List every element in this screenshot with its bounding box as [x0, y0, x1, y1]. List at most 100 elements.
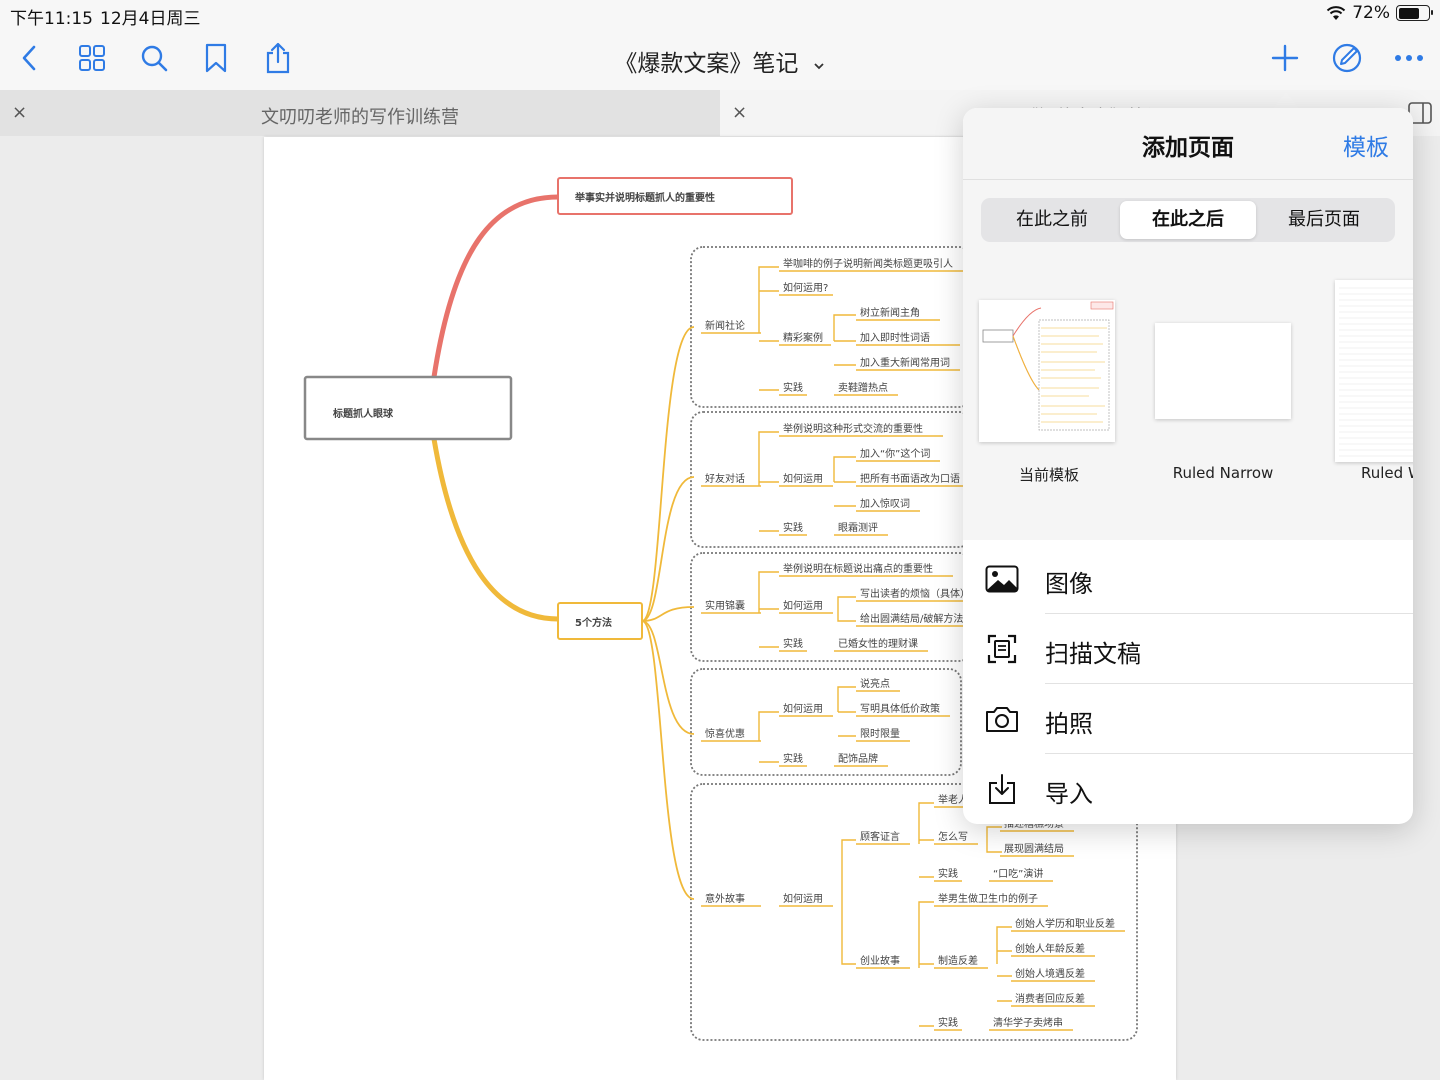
mind-map-leaf: 如何运用: [783, 702, 823, 715]
template-current[interactable]: [979, 300, 1115, 442]
mind-map-leaf: 精彩案例: [783, 331, 823, 344]
template-button[interactable]: 模板: [1343, 135, 1389, 161]
battery-percent: 72%: [1352, 3, 1390, 23]
mind-map-leaf: 展现圆满结局: [1004, 842, 1064, 855]
mind-map-leaf: 顾客证言: [860, 830, 900, 843]
search-icon[interactable]: [136, 40, 172, 76]
mind-map-leaf: 实践: [783, 521, 803, 534]
document-title-text: 《爆款文案》笔记: [614, 51, 799, 77]
image-icon: [985, 562, 1019, 596]
import-icon: [985, 772, 1019, 806]
template-ruled-wide[interactable]: [1335, 280, 1413, 462]
mind-map-branch: [986, 826, 1002, 853]
mind-map-leaf: 配饰品牌: [838, 752, 878, 765]
mind-map-branch: [837, 596, 856, 622]
tab-close-icon[interactable]: ×: [732, 102, 748, 123]
mind-map-leaf: 清华学子卖烤串: [993, 1016, 1063, 1029]
mind-map-branch: [758, 711, 779, 763]
tab-label: 文叨叨老师的写作训练营: [261, 107, 459, 128]
group-box: [690, 668, 962, 776]
camera-icon: [985, 702, 1019, 736]
mind-map-leaf: 举老人: [938, 793, 968, 806]
popover-header: 添加页面 模板: [963, 108, 1413, 180]
template-label: Ruled W: [1361, 464, 1413, 482]
mind-map-leaf: 树立新闻主角: [860, 306, 920, 319]
plus-icon[interactable]: [1267, 40, 1303, 76]
mind-map-branch: [918, 901, 934, 1027]
grid-icon[interactable]: [74, 40, 110, 76]
mind-map-branch: [641, 606, 695, 622]
segment-last[interactable]: 最后页面: [1288, 209, 1360, 230]
status-right: 72%: [1326, 3, 1433, 23]
mind-map-leaf: 新闻社论: [705, 319, 745, 332]
segment-before[interactable]: 在此之前: [1016, 209, 1088, 230]
root-node: [303, 375, 513, 441]
mind-map-leaf: 如何运用: [783, 892, 823, 905]
mind-map-leaf: 创始人境遇反差: [1015, 967, 1085, 980]
popover-arrow: [1272, 92, 1300, 109]
menu-scan[interactable]: 扫描文稿: [963, 614, 1413, 684]
menu-image[interactable]: 图像: [963, 544, 1413, 614]
top-node: [557, 177, 793, 215]
add-page-popover: 添加页面 模板 在此之前 在此之后 最后页面 当前模板 Ruled Narrow: [963, 108, 1413, 824]
back-icon[interactable]: [12, 40, 48, 76]
popover-title: 添加页面: [1142, 135, 1234, 161]
more-icon[interactable]: [1391, 40, 1427, 76]
mind-map-leaf: 卖鞋蹭热点: [838, 381, 888, 394]
mind-map-branch: [758, 431, 779, 532]
mind-map-leaf: 眼霜测评: [838, 521, 878, 534]
mind-map-leaf: 把所有书面语改为口语: [860, 472, 960, 485]
menu-camera-label: 拍照: [1045, 710, 1093, 738]
mind-map-branch: [996, 926, 1012, 1002]
divider: [1045, 613, 1413, 614]
mind-map-branch: [641, 326, 695, 622]
root-node-label: 标题抓人眼球: [332, 407, 394, 420]
divider: [1045, 683, 1413, 684]
chevron-down-icon: [814, 63, 824, 70]
mind-map-branch: [837, 686, 856, 737]
mind-map-leaf: 给出圆满结局/破解方法: [860, 612, 963, 625]
branch-yellow: [431, 438, 559, 622]
branch-red: [431, 194, 559, 378]
mind-map-leaf: 如何运用: [783, 472, 823, 485]
template-label: Ruled Narrow: [1172, 464, 1274, 482]
tab-writing-camp[interactable]: × 文叨叨老师的写作训练营: [0, 90, 720, 136]
scan-icon: [985, 632, 1019, 666]
mind-map-leaf: 写明具体低价政策: [860, 702, 940, 715]
mind-map-leaf: 实践: [783, 752, 803, 765]
document-title[interactable]: 《爆款文案》笔记: [0, 44, 1440, 78]
segment-after[interactable]: 在此之后: [1120, 201, 1256, 239]
mind-map-leaf: “口吃”演讲: [993, 867, 1043, 880]
mind-map-leaf: 举咖啡的例子说明新闻类标题更吸引人: [783, 257, 953, 270]
mind-map-leaf: 实践: [783, 637, 803, 650]
share-icon[interactable]: [260, 40, 296, 76]
ruled-lines-preview: [1339, 287, 1413, 457]
menu-scan-label: 扫描文稿: [1045, 640, 1141, 668]
menu-import[interactable]: 导入: [963, 754, 1413, 824]
mind-map-leaf: 说亮点: [860, 677, 890, 690]
mind-map-leaf: 制造反差: [938, 954, 978, 967]
mind-map-branch: [833, 456, 856, 507]
mind-map-leaf: 举男生做卫生巾的例子: [938, 892, 1038, 905]
mind-map-leaf: 实践: [938, 1016, 958, 1029]
template-ruled-narrow[interactable]: [1155, 323, 1291, 419]
mind-map-leaf: 限时限量: [860, 728, 900, 740]
mind-map-leaf: 已婚女性的理财课: [838, 637, 918, 650]
top-node-label: 举事实并说明标题抓人的重要性: [574, 191, 715, 204]
bookmark-icon[interactable]: [198, 40, 234, 76]
status-bar: 下午11:15 12月4日周三 72%: [0, 0, 1440, 29]
pencil-icon[interactable]: [1329, 40, 1365, 76]
battery-icon: [1396, 5, 1433, 21]
divider: [1045, 753, 1413, 754]
tab-close-icon[interactable]: ×: [12, 102, 28, 123]
nav-bar: 《爆款文案》笔记: [0, 28, 1440, 90]
mind-map-leaf: 加入惊叹词: [860, 497, 910, 510]
mind-map-branch: [641, 620, 695, 900]
mind-map-leaf: 怎么写: [938, 830, 968, 843]
menu-image-label: 图像: [1045, 570, 1093, 598]
mind-map-leaf: 创始人学历和职业反差: [1015, 917, 1115, 930]
menu-camera[interactable]: 拍照: [963, 684, 1413, 754]
mind-map-leaf: 实践: [938, 867, 958, 880]
mind-map-leaf: 创业故事: [860, 954, 900, 967]
mind-map-branch: [833, 314, 856, 366]
